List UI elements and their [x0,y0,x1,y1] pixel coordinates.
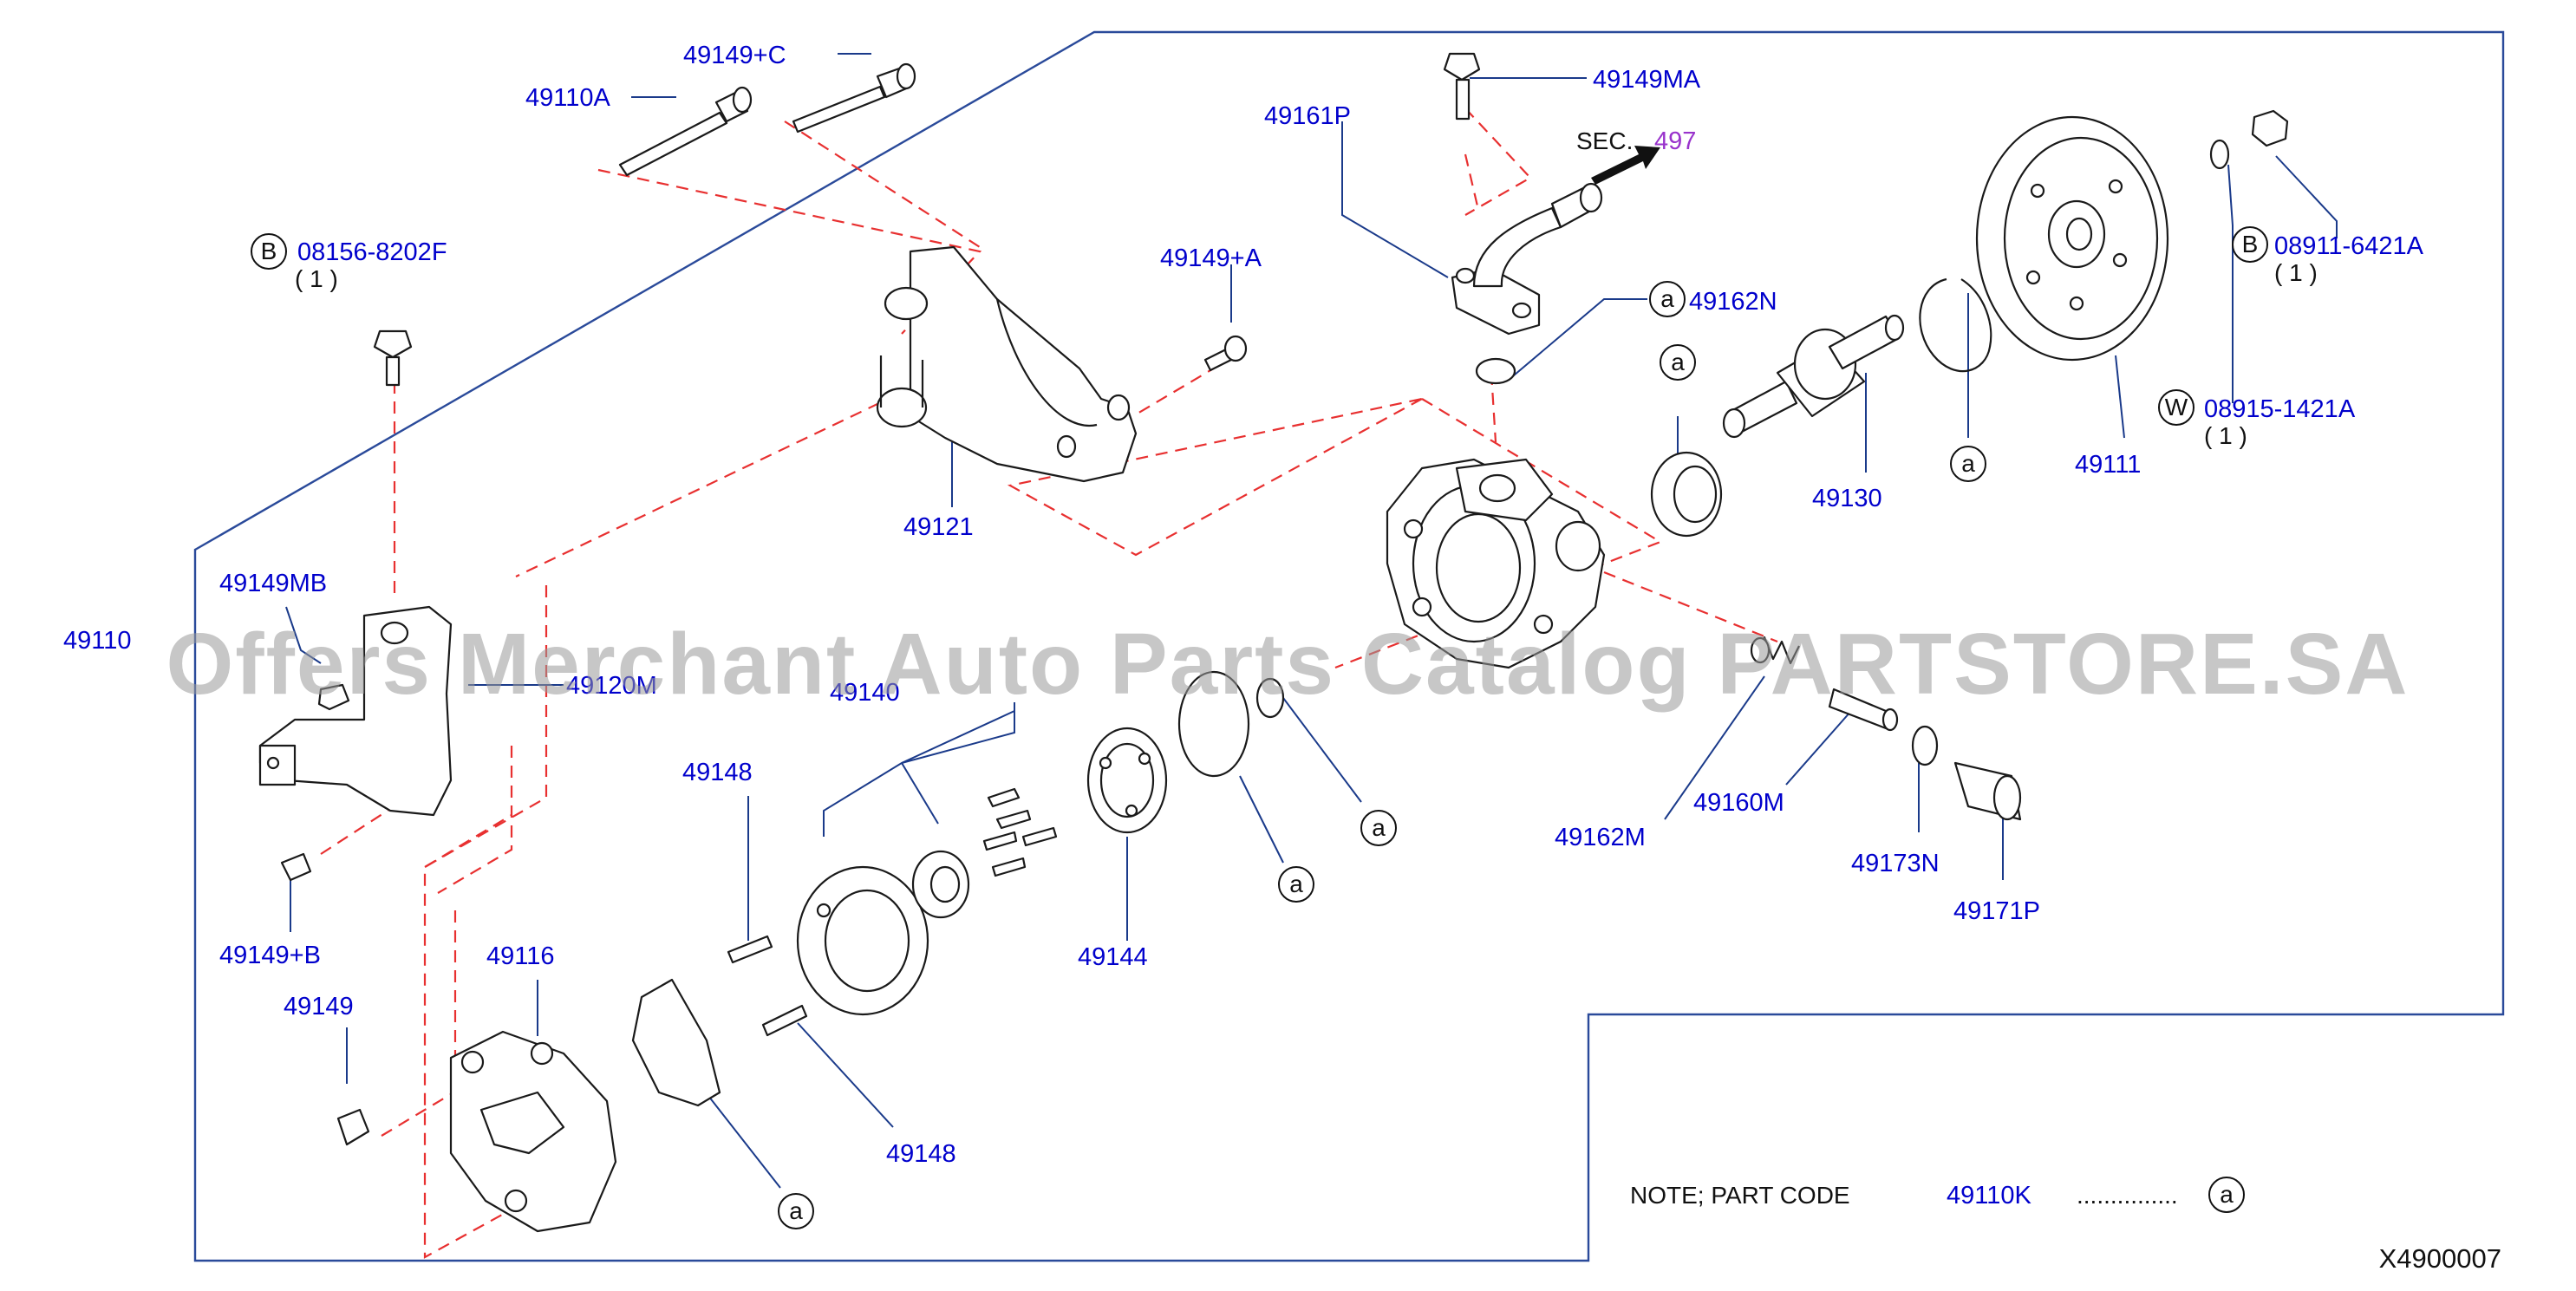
label-08911-6421a: 08911-6421A [2274,232,2424,260]
nut-08911 [2251,109,2289,147]
plug-49171p [1953,761,2022,821]
svg-text:B: B [261,238,277,264]
label-08911-qty: ( 1 ) [2274,259,2318,286]
label-49111: 49111 [2075,451,2141,479]
bolt-49149b [280,852,312,882]
diagram-frame [193,30,2505,1262]
label-08156-qty: ( 1 ) [295,265,338,292]
svg-text:B: B [2242,231,2259,258]
watermark-text: Offers Merchant Auto Parts Catalog PARTS… [166,616,2410,713]
oring-large [1177,670,1250,778]
valve-49160m [1828,688,1899,732]
label-sec-497[interactable]: 497 [1654,127,1696,155]
shaft-49130 [1722,314,1905,439]
callout-bubble-b2: B [2232,226,2268,263]
oring-small [1255,677,1285,719]
label-49161p: 49161P [1264,102,1351,130]
callout-bubble-a-oring-large: a [1278,866,1314,903]
cam-ring-49140 [796,865,929,1016]
vanes [982,787,1058,877]
spring-49162m [1750,636,1800,665]
label-49149a: 49149+A [1160,245,1262,272]
note-dots: ............... [2077,1182,2178,1209]
label-49162m: 49162M [1555,824,1646,851]
label-49130: 49130 [1812,485,1882,512]
bolt-49149 [336,1108,370,1146]
callout-bubble-a-seal: a [1660,344,1696,381]
label-49116: 49116 [486,942,555,970]
label-49121: 49121 [903,513,974,541]
label-49110a: 49110A [525,84,610,112]
bolt-49149a [1203,335,1248,372]
label-49120m: 49120M [566,672,657,700]
diagram-id: X4900007 [2379,1243,2501,1274]
label-08156-8202f: 08156-8202F [297,238,447,266]
bolt-49149c [792,62,916,134]
seal-ring [1650,451,1723,538]
pulley-49111 [1975,115,2169,362]
label-49140: 49140 [830,679,900,707]
svg-text:a: a [1660,285,1674,312]
bolt-49149mb [317,683,350,711]
svg-text:a: a [2220,1181,2234,1208]
pipe-49161p [1451,182,1603,336]
svg-text:a: a [1372,814,1386,841]
label-sec: SEC. [1576,127,1633,154]
label-49171p: 49171P [1953,897,2040,925]
label-49110: 49110 [63,627,132,655]
sec-arrow [1591,146,1660,185]
bracket-49121 [876,245,1138,483]
washer-08915 [2209,139,2230,170]
oring-49162n [1475,357,1516,385]
pin-49148-upper [727,935,773,964]
note-part-code: 49110K [1947,1182,2031,1209]
cover-49116 [449,1030,617,1233]
oring-49173n [1911,725,1939,766]
label-08915-1421a: 08915-1421A [2204,395,2356,423]
assembly-dash-lines [320,108,1778,1259]
callout-bubble-w: W [2158,389,2194,426]
svg-text:a: a [1289,870,1303,897]
label-49149c: 49149+C [683,42,786,69]
note-text: NOTE; PART CODE [1630,1182,1850,1209]
label-49149ma: 49149MA [1593,66,1701,94]
label-49148-lower: 49148 [886,1140,956,1168]
label-49162n: 49162N [1689,288,1777,316]
bolt-08156 [373,329,413,387]
svg-text:a: a [789,1197,803,1224]
callout-bubble-a-note: a [2208,1177,2245,1213]
pump-body-49110 [1386,458,1606,669]
snap-ring [1919,277,1992,373]
callout-bubble-a-snapring: a [1950,446,1986,482]
label-08915-qty: ( 1 ) [2204,422,2247,449]
label-49160m: 49160M [1693,789,1784,817]
callout-bubble-b1: B [251,233,287,270]
rotor [911,850,970,919]
leader-lines [285,53,2338,1189]
bolt-49110a [618,86,753,177]
svg-text:a: a [1961,450,1975,477]
svg-text:a: a [1671,349,1685,375]
svg-text:W: W [2165,394,2188,421]
label-49173n: 49173N [1851,850,1940,877]
callout-bubble-a-49162n: a [1649,281,1686,317]
label-49144: 49144 [1078,943,1148,971]
label-49149b: 49149+B [219,942,321,969]
bolt-49149ma [1443,52,1481,121]
callout-bubble-a-gasket: a [778,1193,814,1229]
label-49149: 49149 [284,993,354,1020]
bracket-49120m [258,605,453,817]
callout-bubble-a-oring-small: a [1360,810,1397,846]
label-49148-upper: 49148 [682,759,753,786]
pin-49148-lower [761,1004,808,1037]
label-49149mb: 49149MB [219,570,327,597]
plate-49144 [1086,727,1168,834]
gasket [631,978,721,1107]
